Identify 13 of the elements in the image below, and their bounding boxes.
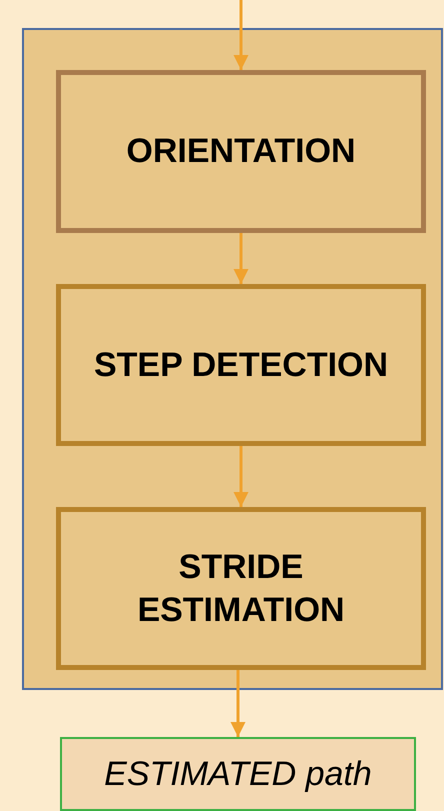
step-label: ORIENTATION: [126, 131, 356, 172]
step-label: STRIDE ESTIMATION: [136, 547, 346, 630]
output-box: [60, 737, 416, 811]
process-box: [56, 507, 426, 670]
group-panel: [22, 28, 443, 690]
process-box: [56, 284, 426, 446]
arrow: [230, 670, 246, 737]
process-box: [56, 70, 426, 233]
arrow: [234, 446, 248, 507]
step-label: STEP DETECTION: [94, 344, 388, 386]
arrow: [234, 0, 248, 70]
output-label: ESTIMATED path: [104, 754, 372, 795]
arrow: [234, 233, 248, 284]
